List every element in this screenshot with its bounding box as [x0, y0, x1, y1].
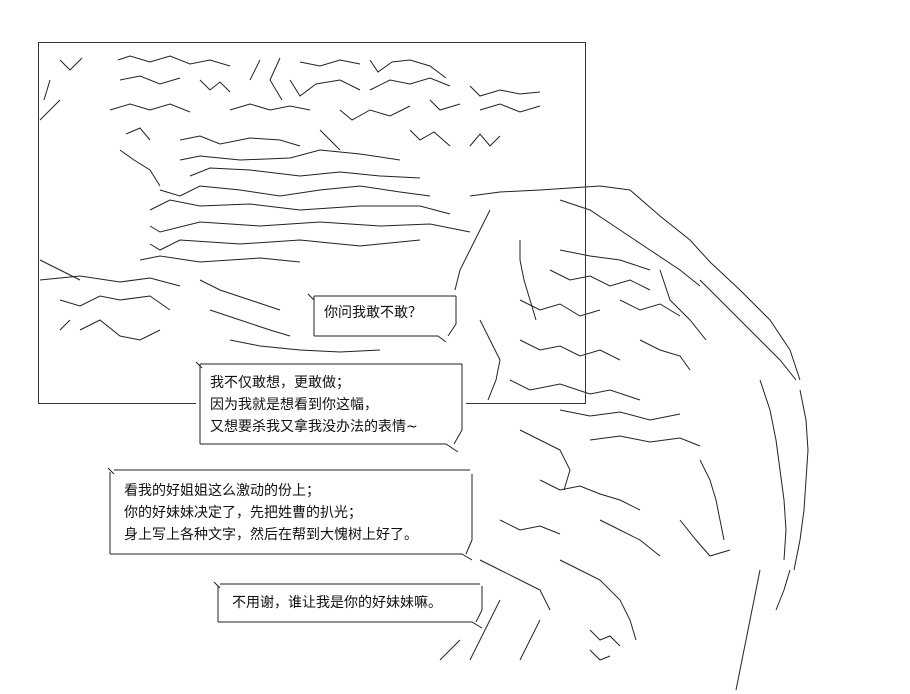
bubble-outline — [307, 293, 457, 343]
bubble-line: 又想要杀我又拿我没办法的表情~ — [210, 419, 418, 435]
speech-bubble-4: 不用谢，谁让我是你的好妹妹嘛。 — [213, 580, 486, 629]
scene-panel-frame — [38, 42, 586, 404]
bubble-line: 身上写上各种文字，然后在帮到大愧树上好了。 — [124, 527, 418, 543]
bubble-line: 因为我就是想看到你这幅， — [210, 397, 378, 413]
bubble-line: 看我的好姐姐这么激动的份上； — [124, 483, 320, 499]
bubble-4-text: 不用谢，谁让我是你的好妹妹嘛。 — [232, 592, 442, 614]
bubble-2-text: 我不仅敢想，更敢做； 因为我就是想看到你这幅， 又想要杀我又拿我没办法的表情~ — [210, 372, 418, 438]
bubble-3-text: 看我的好姐姐这么激动的份上； 你的好妹妹决定了，先把姓曹的扒光； 身上写上各种文… — [124, 480, 418, 546]
bubble-outline — [213, 581, 483, 629]
bubble-line: 你问我敢不敢？ — [324, 305, 422, 321]
bubble-line: 我不仅敢想，更敢做； — [210, 375, 350, 391]
bubble-outline — [107, 467, 473, 561]
bubble-line: 你的好妹妹决定了，先把姓曹的扒光； — [124, 505, 362, 521]
bubble-outline — [195, 361, 463, 453]
speech-bubble-1: 你问我敢不敢？ — [306, 290, 466, 343]
panel-art — [39, 55, 541, 353]
bubble-1-text: 你问我敢不敢？ — [324, 302, 422, 324]
speech-bubble-3: 看我的好姐姐这么激动的份上； 你的好妹妹决定了，先把姓曹的扒光； 身上写上各种文… — [106, 466, 476, 561]
speech-bubble-2: 我不仅敢想，更敢做； 因为我就是想看到你这幅， 又想要杀我又拿我没办法的表情~ — [195, 360, 466, 453]
bubble-line: 不用谢，谁让我是你的好妹妹嘛。 — [232, 595, 442, 611]
